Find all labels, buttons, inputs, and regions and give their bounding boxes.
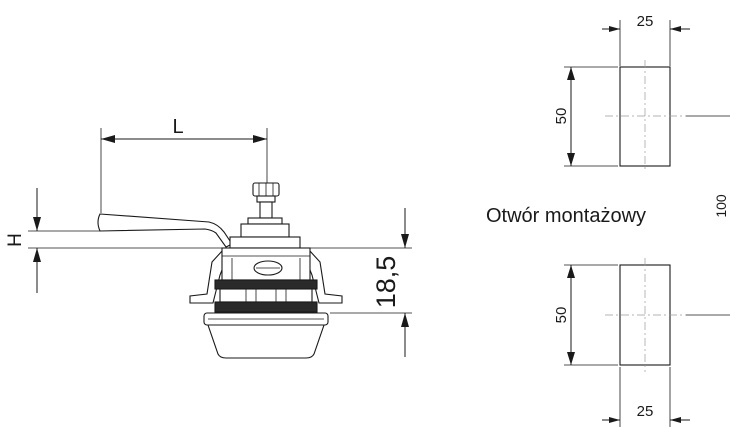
cam-lever xyxy=(97,213,233,248)
hole-spacing-label: 100 xyxy=(713,194,729,218)
top-hole-width-label: 25 xyxy=(637,13,654,30)
lock-spindle xyxy=(229,182,301,249)
dimension-height-label: 18,5 xyxy=(371,256,401,309)
dimension-height: 18,5 xyxy=(300,208,412,357)
mounting-hole-bottom: 50 25 xyxy=(553,258,730,427)
mounting-hole-caption: Otwór montażowy xyxy=(486,205,646,227)
mounting-hole-top: 25 50 xyxy=(553,13,730,172)
mounting-hole-view: 25 50 Otwór montażowy 100 50 xyxy=(486,13,730,427)
lock-housing xyxy=(189,247,343,359)
dimension-L-label: L xyxy=(172,116,183,138)
dimension-H-label: H xyxy=(5,233,26,247)
cam-lock-side-view: L H 18,5 xyxy=(5,116,412,359)
bottom-hole-height-label: 50 xyxy=(553,307,570,324)
bottom-hole-width-label: 25 xyxy=(637,403,654,420)
top-hole-height-label: 50 xyxy=(553,108,570,125)
dimension-L: L xyxy=(100,116,268,213)
dimension-H: H xyxy=(5,188,230,293)
